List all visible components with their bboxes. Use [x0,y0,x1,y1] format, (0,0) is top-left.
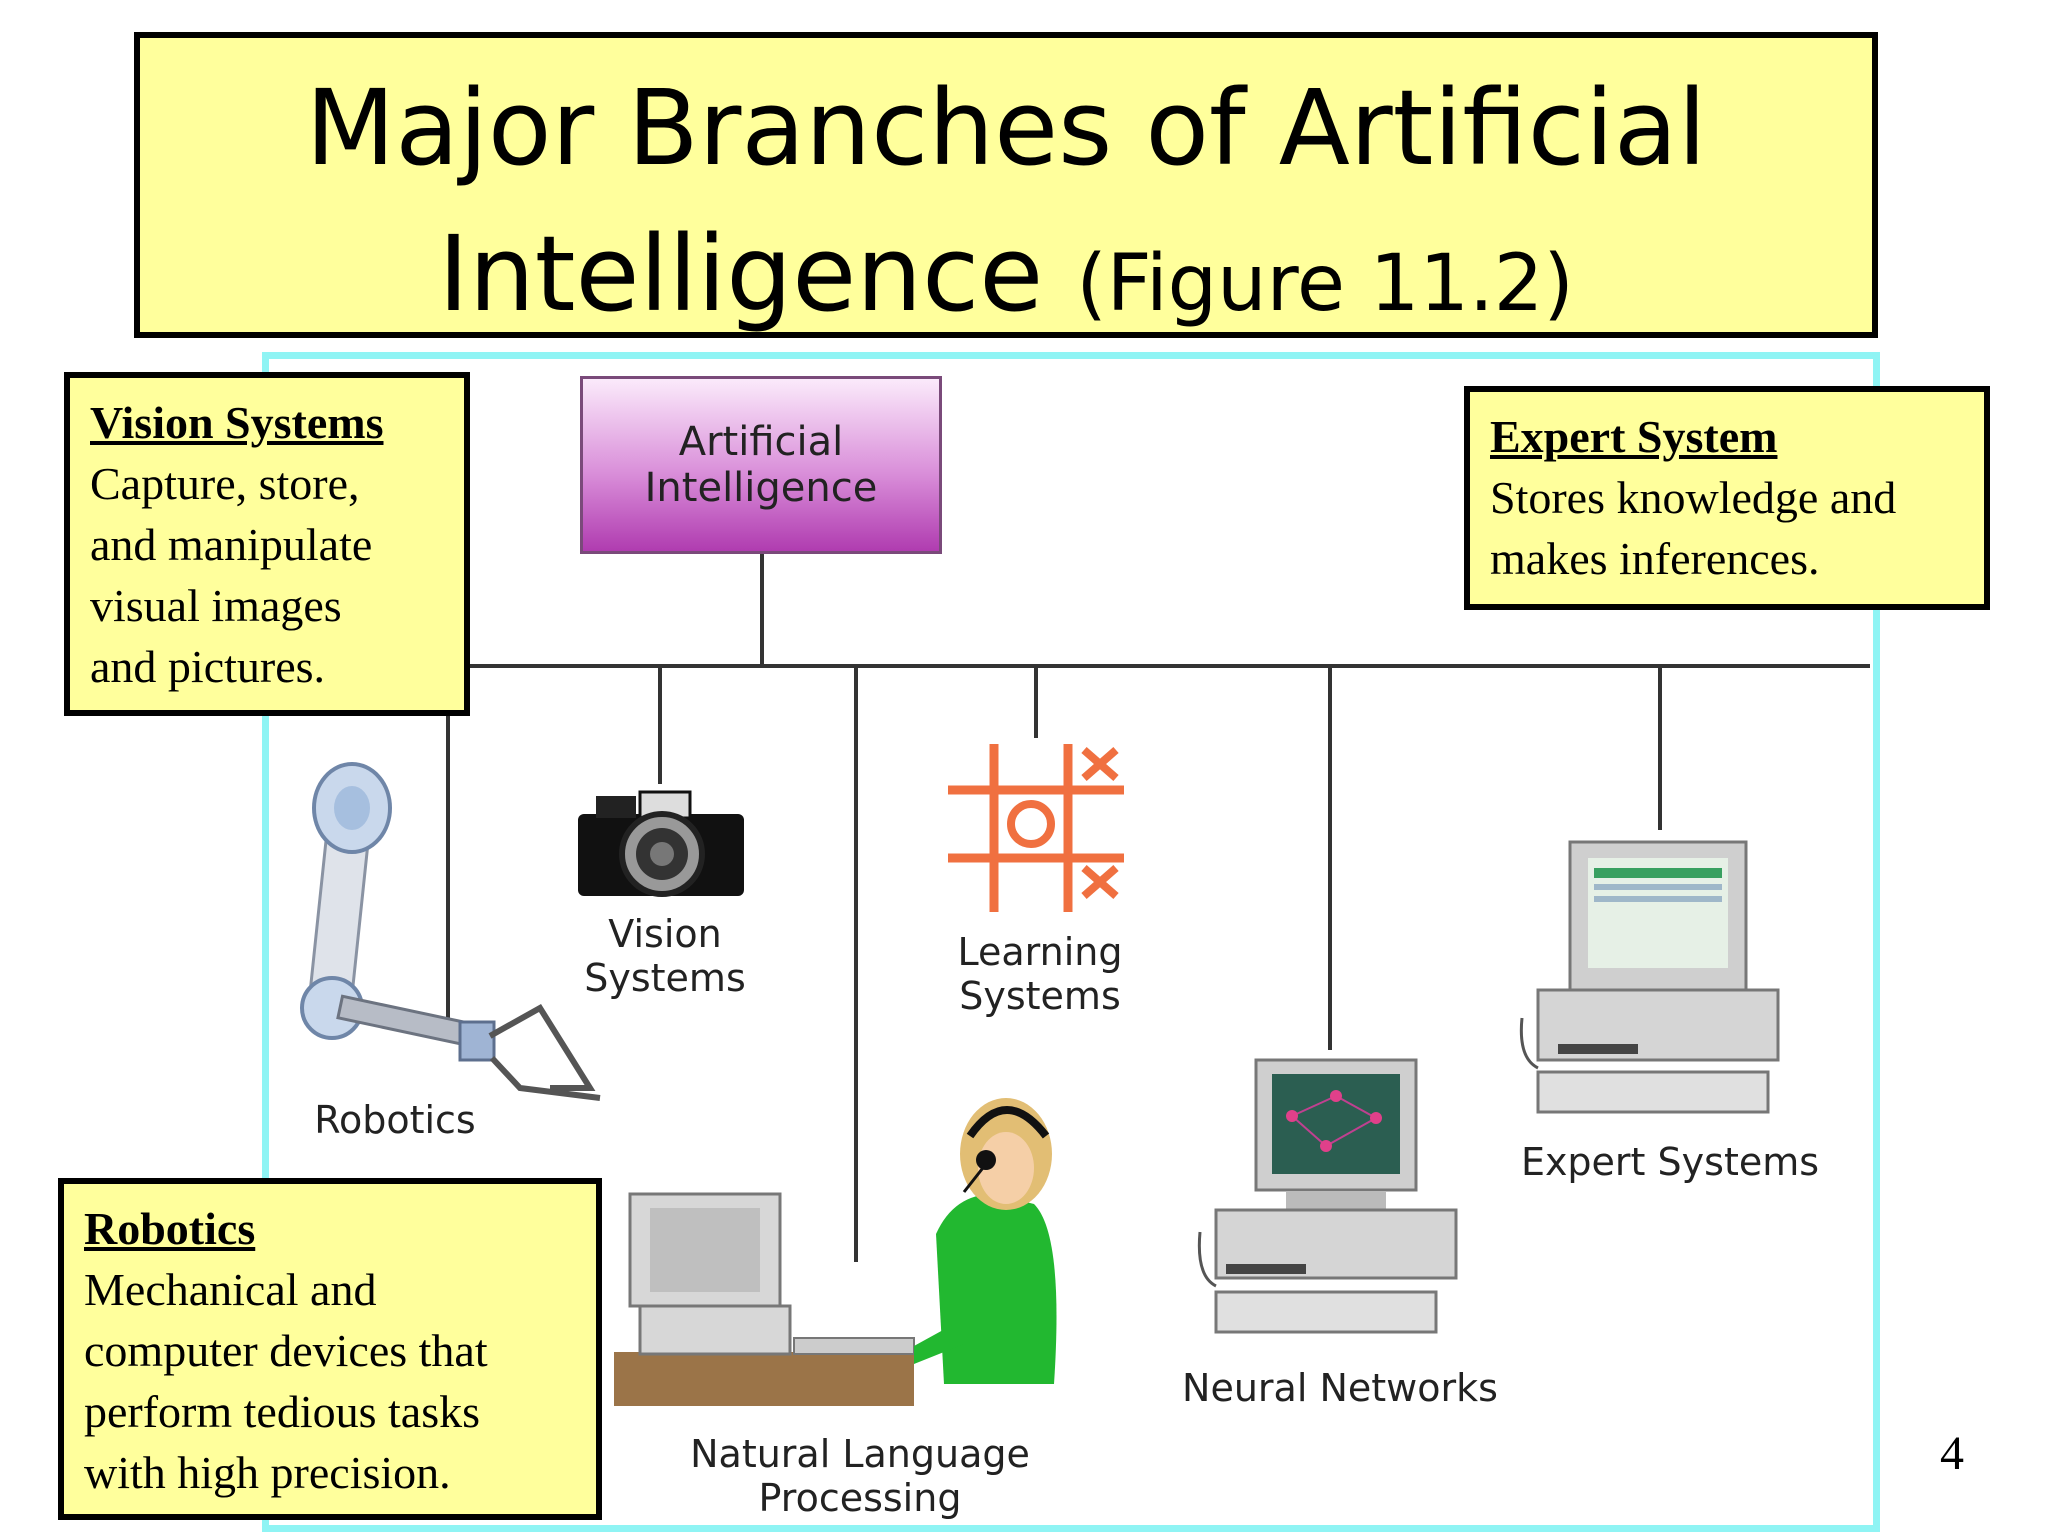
robotics-callout: Robotics Mechanical and computer devices… [58,1178,602,1520]
label-learning-systems: Learning Systems [957,930,1123,1018]
camera-icon [578,790,744,897]
title-box: Major Branches of Artificial Intelligenc… [134,32,1878,338]
callout-heading: Expert System [1490,411,1778,462]
label-natural-language-processing: Natural Language Processing [690,1432,1030,1520]
callout-heading: Vision Systems [90,397,384,448]
label-neural-networks: Neural Networks [1182,1366,1498,1410]
title-main: Intelligence [438,213,1044,335]
label-vision-systems: Vision Systems [584,912,746,1000]
ai-root-box: Artificial Intelligence [580,376,942,554]
callout-heading: Robotics [84,1203,256,1254]
title-line-1: Major Branches of Artificial [305,67,1707,189]
figure-reference: (Figure 11.2) [1076,239,1574,329]
callout-body: Capture, store, and manipulate visual im… [90,458,373,692]
operator-workstation-icon [614,1098,1057,1406]
callout-body: Mechanical and computer devices that per… [84,1264,488,1498]
expert-system-computer-icon [1519,840,1780,1114]
expert-system-callout: Expert System Stores knowledge and makes… [1464,386,1990,610]
vision-systems-callout: Vision Systems Capture, store, and manip… [64,372,470,716]
robot-arm-icon [300,762,601,1101]
page-number: 4 [1940,1427,1964,1480]
label-expert-systems: Expert Systems [1520,1140,1820,1184]
neural-network-computer-icon [1197,1058,1458,1334]
tic-tac-toe-icon [948,744,1124,912]
label-robotics: Robotics [314,1098,476,1142]
title-line-2: Intelligence (Figure 11.2) [140,214,1872,344]
callout-body: Stores knowledge and makes inferences. [1490,472,1897,584]
